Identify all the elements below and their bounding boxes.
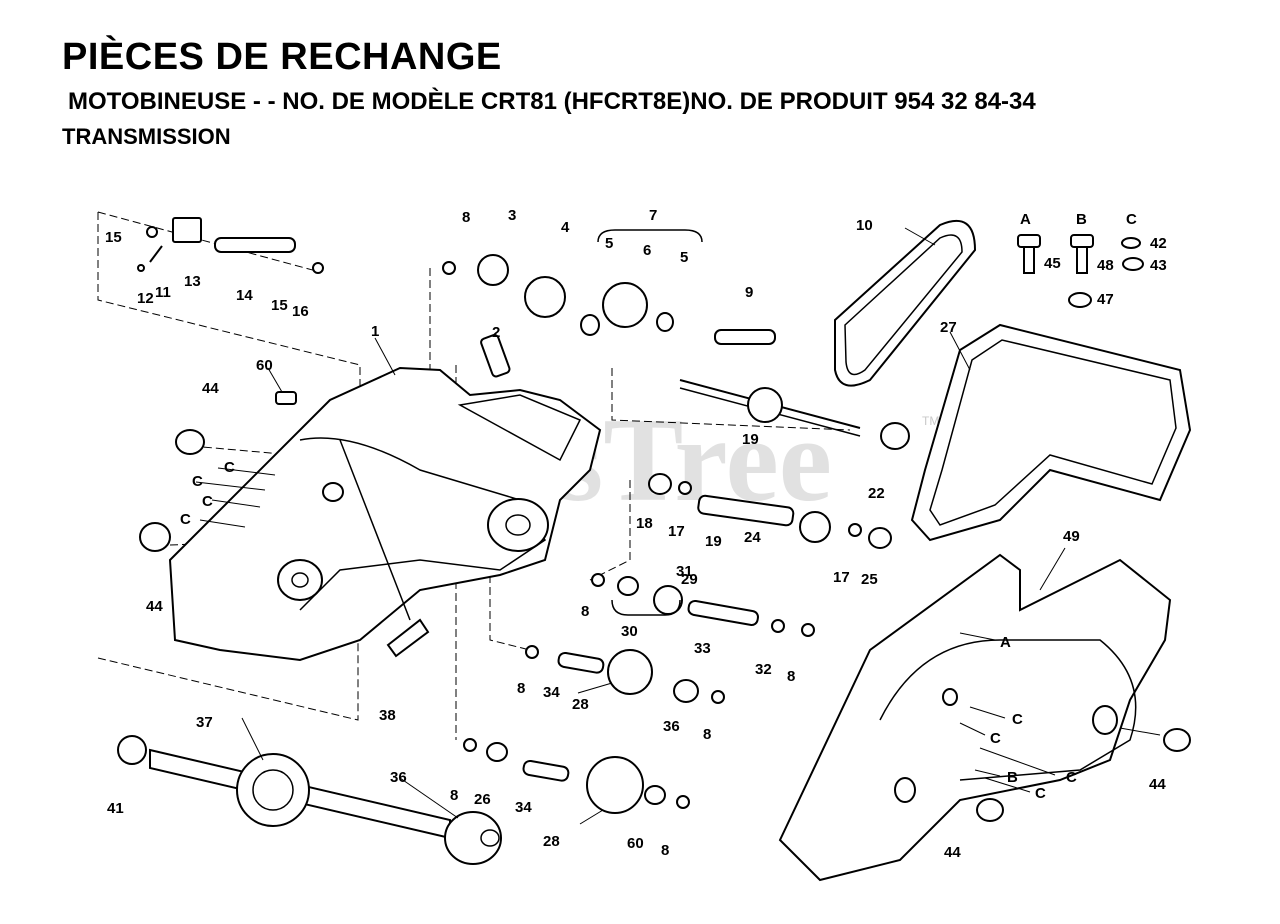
callout-11: 11 [155,284,171,301]
callout-24: 25 [861,571,878,588]
callout-35: 36 [390,769,407,786]
callout-34: 36 [663,718,680,735]
arrow-ref-a: A [1000,634,1011,651]
arrow-ref-b: B [1007,769,1018,786]
gears [236,254,831,827]
key-letter-c: C [1126,211,1137,228]
callout-4: 4 [561,219,570,236]
callout-41-b: 44 [146,598,163,615]
key-letter-b: B [1076,211,1087,228]
housing-right [778,553,1172,882]
key-letter-a: A [1020,211,1031,228]
gasket [910,323,1192,542]
callout-41-d: 44 [944,844,961,861]
callout-17-a: 17 [668,523,685,540]
callout-25: 27 [940,319,957,336]
callout-30: 31 [676,563,693,580]
housing-left [168,366,602,662]
callout-8-b: 8 [581,603,589,620]
key-part-47: 47 [1097,291,1114,308]
callout-31: 32 [755,661,772,678]
callout-33-b: 34 [515,799,532,816]
callout-16-a: 15 [105,229,122,246]
callout-9: 9 [745,284,753,301]
callout-2: 2 [492,324,500,341]
callout-5-a: 5 [605,235,613,252]
callout-8-g: 8 [661,842,669,859]
key-part-45: 45 [1044,255,1061,272]
callout-8-a: 8 [462,209,470,226]
callout-6: 6 [643,242,651,259]
leader-lines [241,227,1066,825]
arrow-ref-c-3: C [202,493,213,510]
callout-21: 19 [742,431,759,448]
callout-26: 26 [474,791,491,808]
arrow-ref-c-8: C [1035,785,1046,802]
callout-60: 60 [256,357,273,374]
callout-8-c: 8 [787,668,795,685]
callout-38: 41 [107,800,124,817]
callout-29: 30 [621,623,638,640]
callout-41-c: 44 [1149,776,1166,793]
hardware [137,217,1144,658]
model-subtitle: MOTOBINEUSE - - NO. DE MODÈLE CRT81 (HFC… [68,88,1036,115]
arrow-ref-c-7: C [1066,769,1077,786]
callout-44: 49 [1063,528,1080,545]
callout-18: 18 [636,515,653,532]
callout-17-b: 17 [833,569,850,586]
callout-13: 13 [184,273,201,290]
callout-8-f: 8 [450,787,458,804]
callout-33-a: 34 [543,684,560,701]
bearings [117,226,1191,865]
arrow-ref-c-2: C [192,473,203,490]
callout-36: 37 [196,714,213,731]
callout-49: 60 [627,835,644,852]
callout-23: 24 [744,529,761,546]
bracket-7 [597,229,703,243]
section-title: TRANSMISSION [62,124,231,149]
callout-37: 38 [379,707,396,724]
callout-27-a: 28 [572,696,589,713]
arrow-ref-c-6: C [990,730,1001,747]
arrow-ref-c-1: C [224,459,235,476]
callout-8-d: 8 [517,680,525,697]
callout-labels: 15 11 12 13 14 15 16 1 60 44 44 8 3 4 5 … [105,207,1167,861]
reference-arrows [195,467,1161,793]
callout-41-a: 44 [202,380,219,397]
arrow-ref-c-5: C [1012,711,1023,728]
bracket-29 [611,599,681,616]
callout-7: 7 [649,207,657,224]
callout-10: 10 [856,217,873,234]
callout-22: 22 [868,485,885,502]
header: PIÈCES DE RECHANGE [62,36,502,79]
callout-3: 3 [508,207,516,224]
callout-32: 33 [694,640,711,657]
arrow-ref-c-4: C [180,511,191,528]
chain [834,220,977,387]
callout-14: 14 [236,287,253,304]
page-title: PIÈCES DE RECHANGE [62,36,502,78]
callout-28: 29 [681,571,698,588]
key-part-48: 48 [1097,257,1114,274]
callout-12: 12 [137,290,154,307]
key-part-42: 42 [1150,235,1167,252]
callout-27-b: 28 [543,833,560,850]
callout-16-b: 16 [292,303,309,320]
callout-5-b: 5 [680,249,688,266]
callout-15: 15 [271,297,288,314]
callout-19: 19 [705,533,722,550]
callout-8-e: 8 [703,726,711,743]
callout-1: 1 [371,323,379,340]
watermark-tm: TM [922,414,939,428]
key-part-43: 43 [1150,257,1167,274]
